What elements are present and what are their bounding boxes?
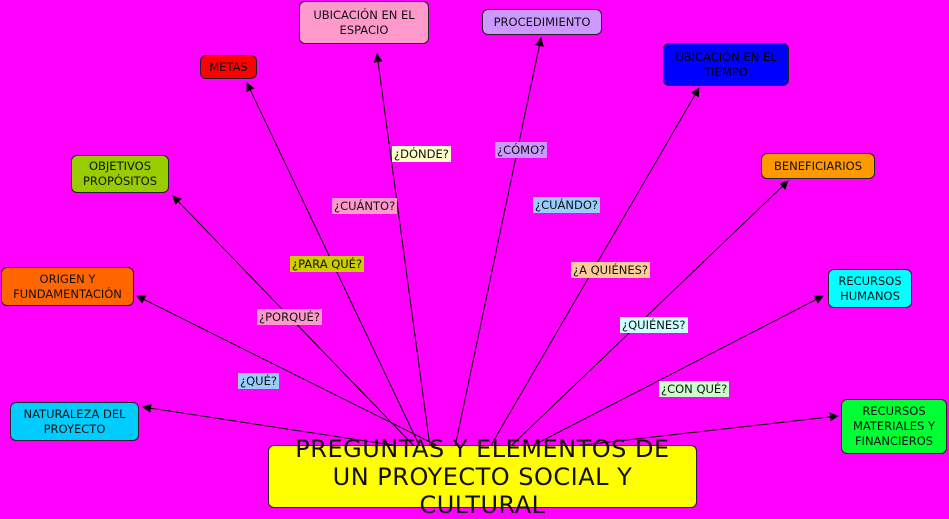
label-que: ¿QUÉ? [238,373,279,389]
arrow-to-recursos-humanos [529,295,824,448]
label-porque: ¿PORQUÉ? [257,309,322,325]
arrow-to-recursos-materiales [564,412,839,448]
arrow-to-beneficiarios [509,180,789,448]
label-cuanto: ¿CUÁNTO? [332,198,398,214]
node-ubicacion-espacio: UBICACIÓN EN EL ESPACIO [299,1,429,44]
label-como: ¿CÓMO? [495,142,548,158]
node-ubicacion-tiempo: UBICACIÓN EN EL TIEMPO [663,43,789,86]
node-metas: METAS [200,55,257,79]
node-recursos-materiales: RECURSOS MATERIALES Y FINANCIEROS [841,399,947,454]
arrow-to-naturaleza [142,403,406,448]
node-beneficiarios: BENEFICIARIOS [761,153,875,179]
label-para-que: ¿PARA QUÉ? [290,256,365,272]
arrow-to-origen [136,295,441,448]
label-cuando: ¿CUÁNDO? [533,197,601,213]
arrow-to-ubicacion-espacio [373,53,431,448]
node-recursos-humanos: RECURSOS HUMANOS [828,269,912,308]
node-procedimiento: PROCEDIMIENTO [482,9,602,35]
label-quienes: ¿QUIÉNES? [620,317,688,333]
node-objetivos: OBJETIVOS PROPÓSITOS [71,155,169,193]
main-topic: PREGUNTAS Y ELEMENTOS DE UN PROYECTO SOC… [268,435,697,519]
label-donde: ¿DÓNDE? [392,146,451,162]
arrow-to-procedimiento [454,37,544,448]
label-a-quienes: ¿A QUIÉNES? [571,262,651,278]
label-con-que: ¿CON QUÉ? [659,381,730,397]
node-naturaleza: NATURALEZA DEL PROYECTO [10,402,139,441]
node-origen: ORIGEN Y FUNDAMENTACIÓN [1,267,134,306]
